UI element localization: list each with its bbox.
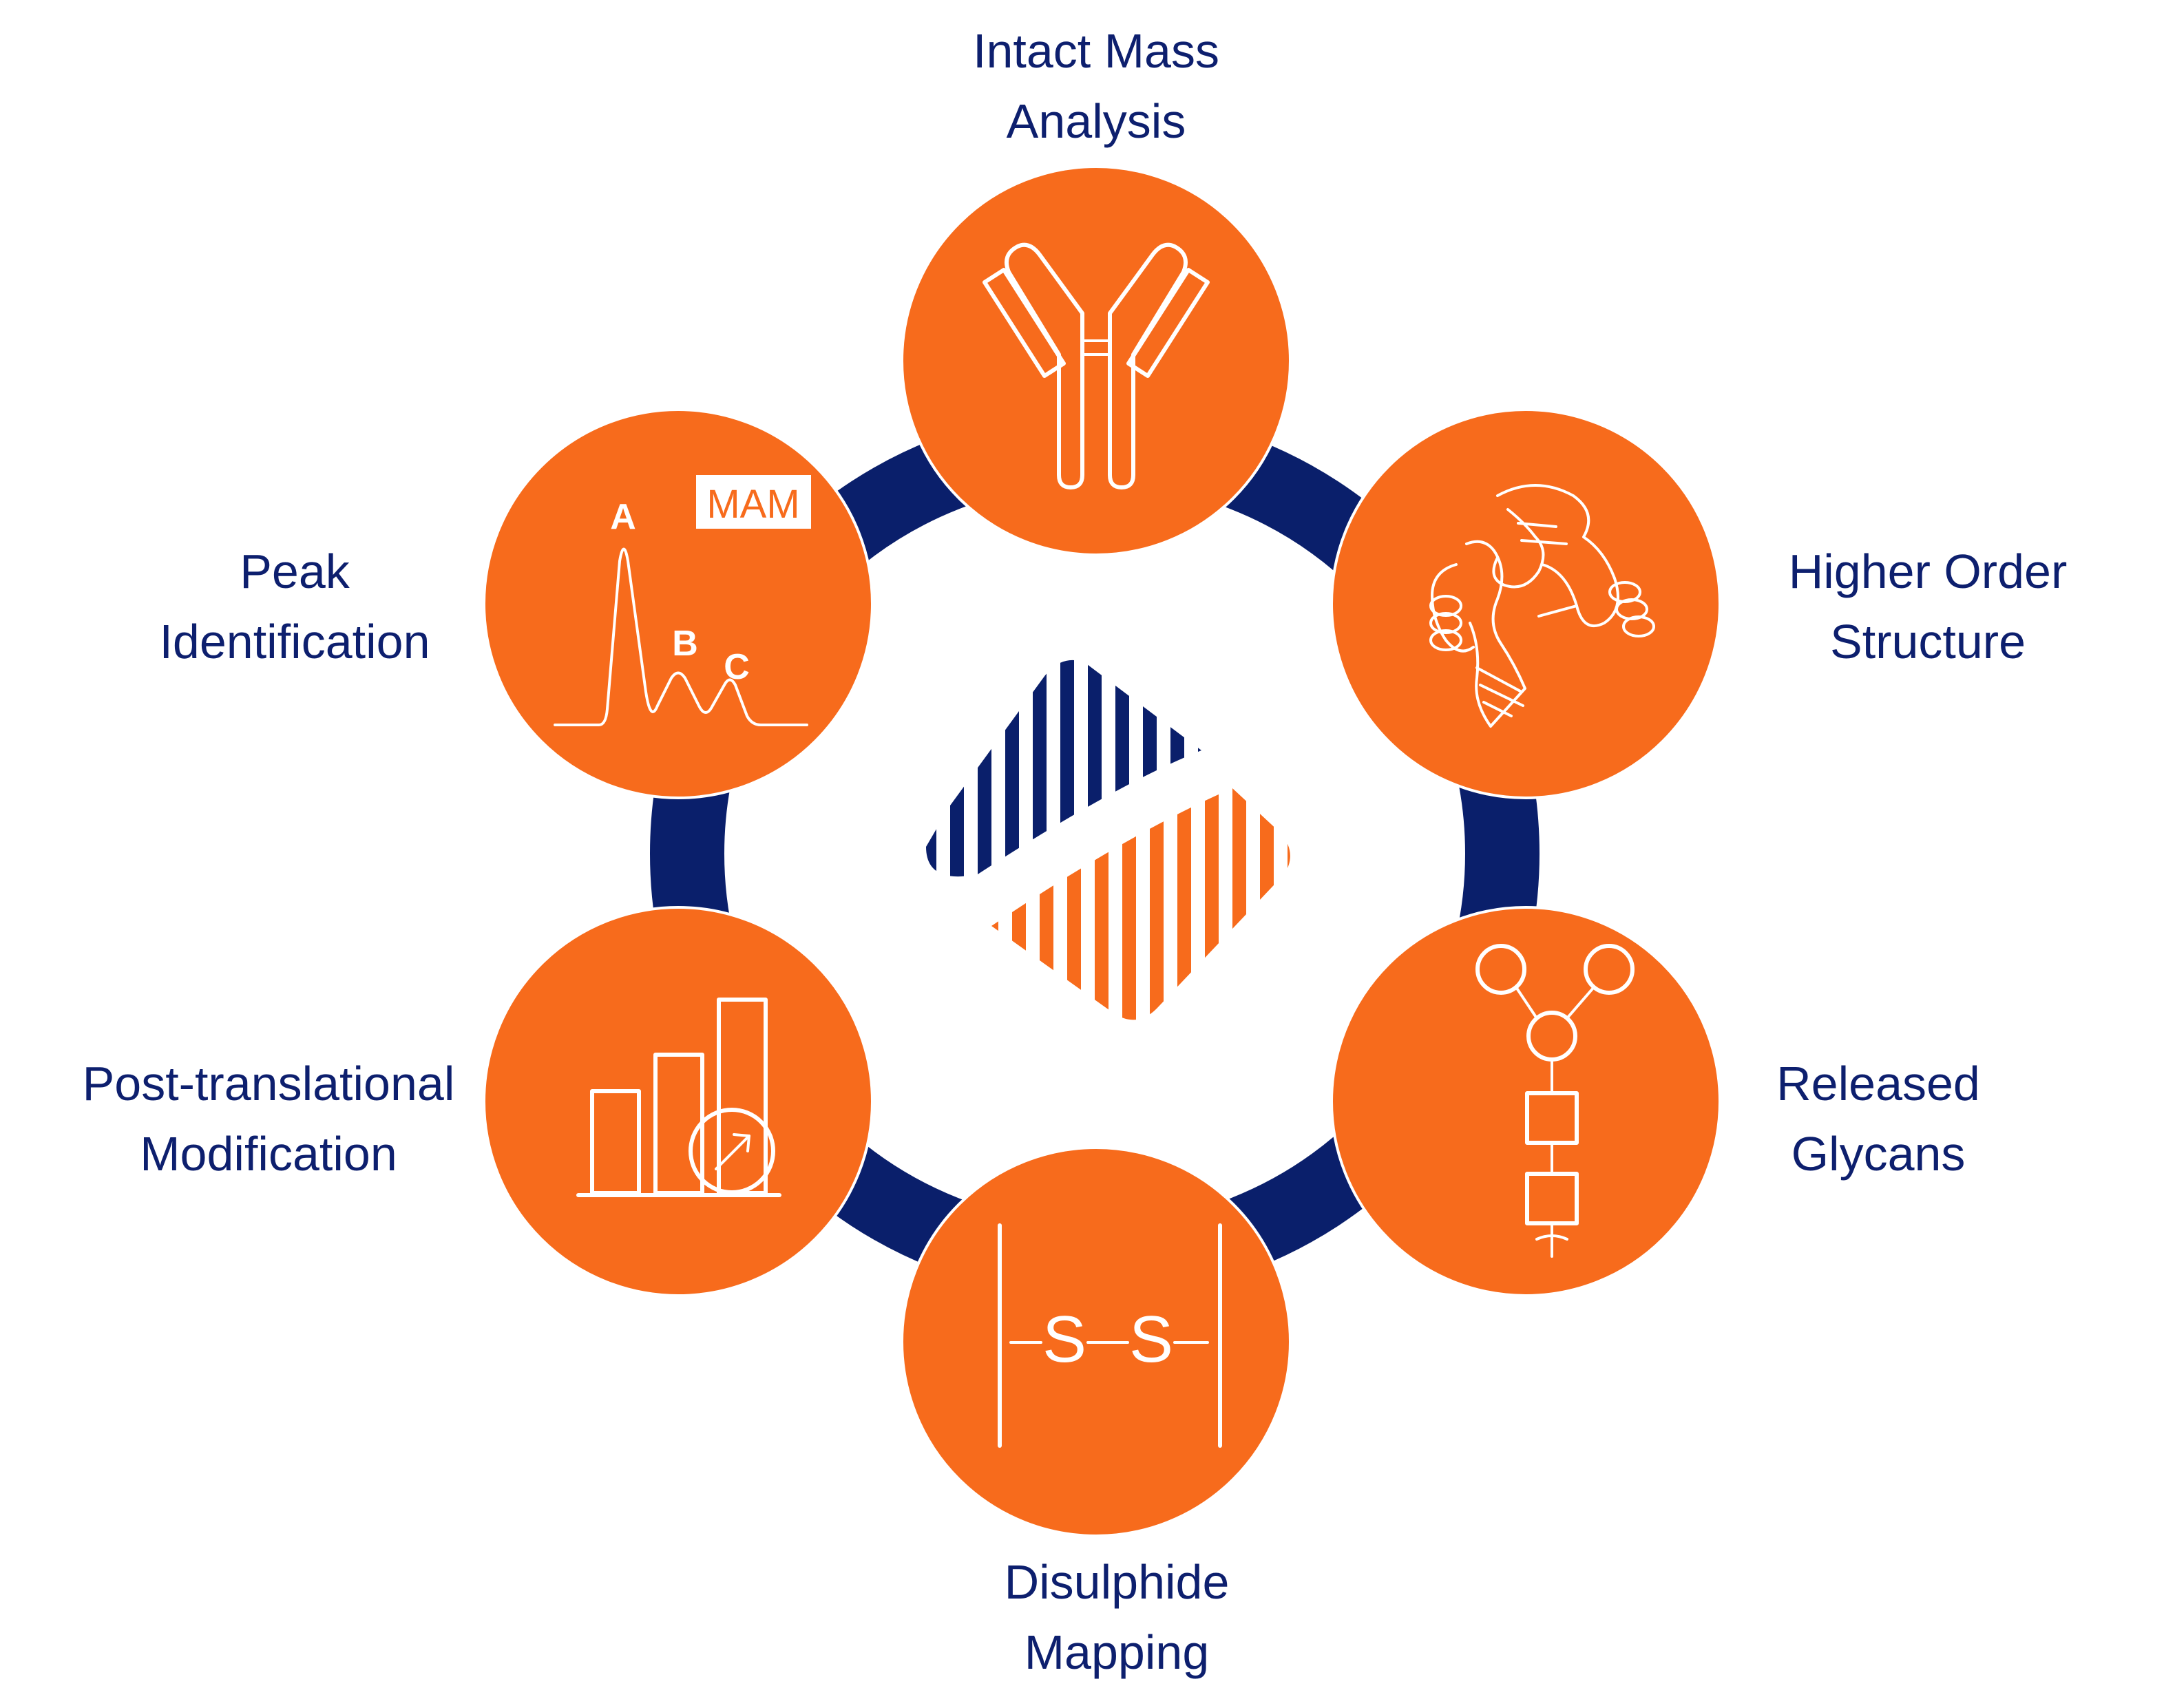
node-label: Identification xyxy=(159,615,430,668)
disulphide-s-left: S xyxy=(1042,1303,1086,1376)
peak-label-c: C xyxy=(724,647,750,687)
node-circle xyxy=(483,408,874,799)
glycan-tree-icon xyxy=(1475,944,1635,1258)
node-label: Higher Order xyxy=(1789,545,2068,598)
node-label: Structure xyxy=(1830,615,2026,668)
node-label: Intact Mass xyxy=(973,24,1219,78)
node-released-glycans: Released Glycans xyxy=(1330,906,1980,1297)
node-label: Modification xyxy=(140,1127,397,1181)
peak-label-b: B xyxy=(672,624,698,664)
node-intact-mass: Intact Mass Analysis xyxy=(901,24,1292,556)
antibody-icon xyxy=(983,242,1210,489)
mam-badge xyxy=(696,475,811,529)
node-ptm: Post-translational Modification xyxy=(83,906,874,1297)
disulphide-s-right: S xyxy=(1129,1303,1173,1376)
mam-badge-text: MAM xyxy=(706,482,799,527)
protein-ribbon-icon xyxy=(1429,484,1655,728)
disulphide-bond-icon: S S xyxy=(998,1223,1222,1448)
node-higher-order: Higher Order Structure xyxy=(1330,408,2068,799)
node-label: Post-translational xyxy=(83,1057,455,1110)
peak-label-a: A xyxy=(610,497,636,537)
bar-chart-magnifier-icon xyxy=(576,998,781,1197)
node-label: Glycans xyxy=(1792,1127,1966,1181)
node-disulphide: S S Disulphide Mapping xyxy=(901,1146,1292,1679)
node-label: Disulphide xyxy=(1005,1555,1230,1609)
chromatogram-icon: MAM A B C xyxy=(554,475,811,726)
node-circle xyxy=(483,906,874,1297)
node-circle xyxy=(901,165,1292,556)
striped-diamond-logo-icon xyxy=(926,660,1290,1020)
node-label: Analysis xyxy=(1007,94,1186,148)
node-label: Peak xyxy=(240,545,350,598)
node-circle xyxy=(1330,408,1721,799)
node-label: Mapping xyxy=(1025,1625,1210,1679)
node-peak-id: MAM A B C Peak Identification xyxy=(159,408,874,799)
node-label: Released xyxy=(1776,1057,1980,1110)
